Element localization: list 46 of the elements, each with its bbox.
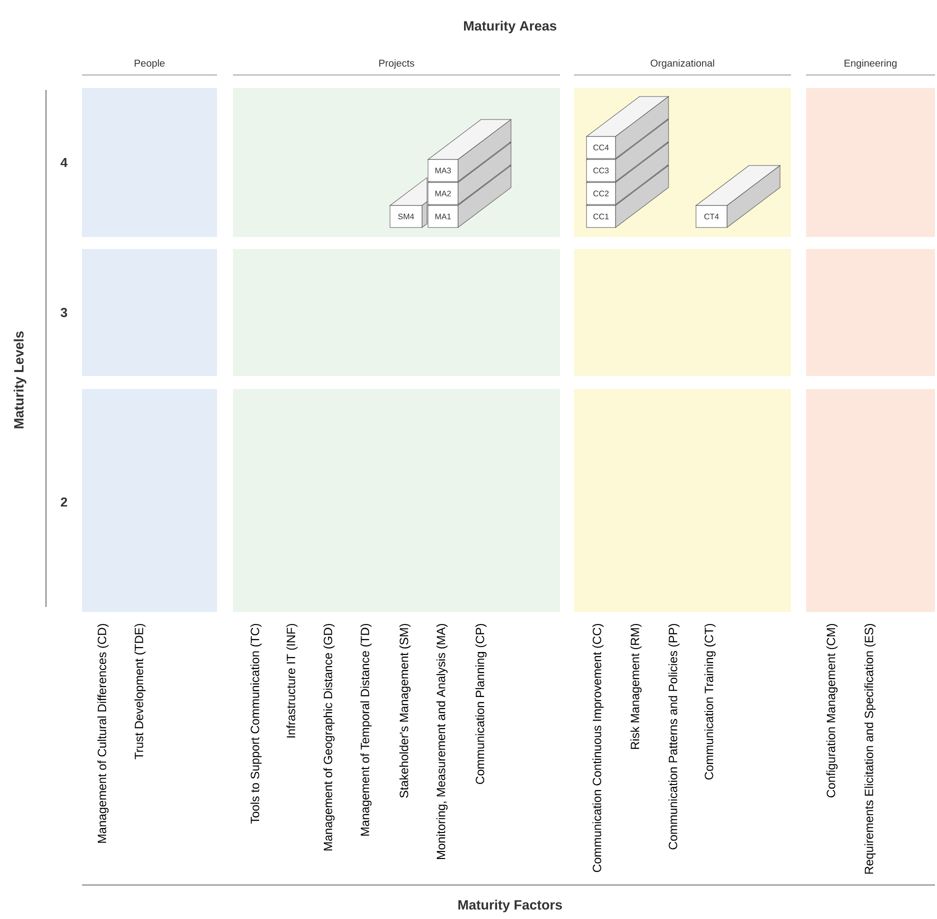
node-label: CC2 <box>593 190 609 196</box>
block: CC4 <box>586 96 669 159</box>
area-heading: Engineering <box>844 59 897 69</box>
factor-label: Tools to Support Communication (TC) <box>250 624 262 824</box>
area-cell <box>82 389 217 612</box>
area-cell <box>574 249 791 376</box>
node-label: CC4 <box>593 144 609 150</box>
area-cell <box>806 389 935 612</box>
factor-label: Management of Cultural Differences (CD) <box>97 624 109 843</box>
block: SM4 <box>390 177 428 228</box>
factor-label: Stakeholder's Management (SM) <box>399 624 411 798</box>
node-label: SM4 <box>398 214 414 220</box>
area-heading: People <box>134 59 165 69</box>
factor-label: Monitoring, Measurement and Analysis (MA) <box>436 624 448 859</box>
node-label: MA2 <box>435 190 451 196</box>
factor-label: Risk Management (RM) <box>630 624 642 749</box>
factor-label: Requirements Elicitation and Specification (ES) <box>864 624 876 874</box>
area-heading: Projects <box>379 59 414 69</box>
factor-label: Infrastructure IT (INF) <box>286 624 298 738</box>
factor-label: Management of Temporal Distance (TD) <box>360 624 372 836</box>
factor-label: Configuration Management (CM) <box>826 624 838 798</box>
factor-label: Communication Training (CT) <box>704 624 716 780</box>
factor-label: Management of Geographic Distance (GD) <box>323 624 335 850</box>
area-cell <box>82 88 217 237</box>
factor-label: Trust Development (TDE) <box>134 624 146 760</box>
area-cell <box>806 88 935 237</box>
factor-label: Communication Patterns and Policies (PP) <box>668 624 680 850</box>
area-cell <box>82 249 217 376</box>
node-label: MA1 <box>435 214 451 220</box>
level-number: 3 <box>60 308 68 318</box>
area-cell <box>574 389 791 612</box>
area-heading: Organizational <box>650 59 714 69</box>
area-cell <box>806 249 935 376</box>
factor-label: Communication Continuous Improvement (CC) <box>592 624 604 872</box>
node-label: CT4 <box>704 214 719 220</box>
axis-title: Maturity Levels <box>14 331 26 428</box>
block: CT4 <box>696 165 780 228</box>
axis-title: Maturity Areas <box>464 20 556 34</box>
factor-label: Communication Planning (CP) <box>475 624 487 784</box>
level-number: 2 <box>60 497 68 507</box>
node-label: CC1 <box>593 214 609 220</box>
node-label: CC3 <box>593 168 609 174</box>
axis-title: Maturity Factors <box>458 900 562 912</box>
block: MA3 <box>428 119 512 182</box>
node-label: MA3 <box>435 168 451 174</box>
level-number: 4 <box>60 158 68 167</box>
